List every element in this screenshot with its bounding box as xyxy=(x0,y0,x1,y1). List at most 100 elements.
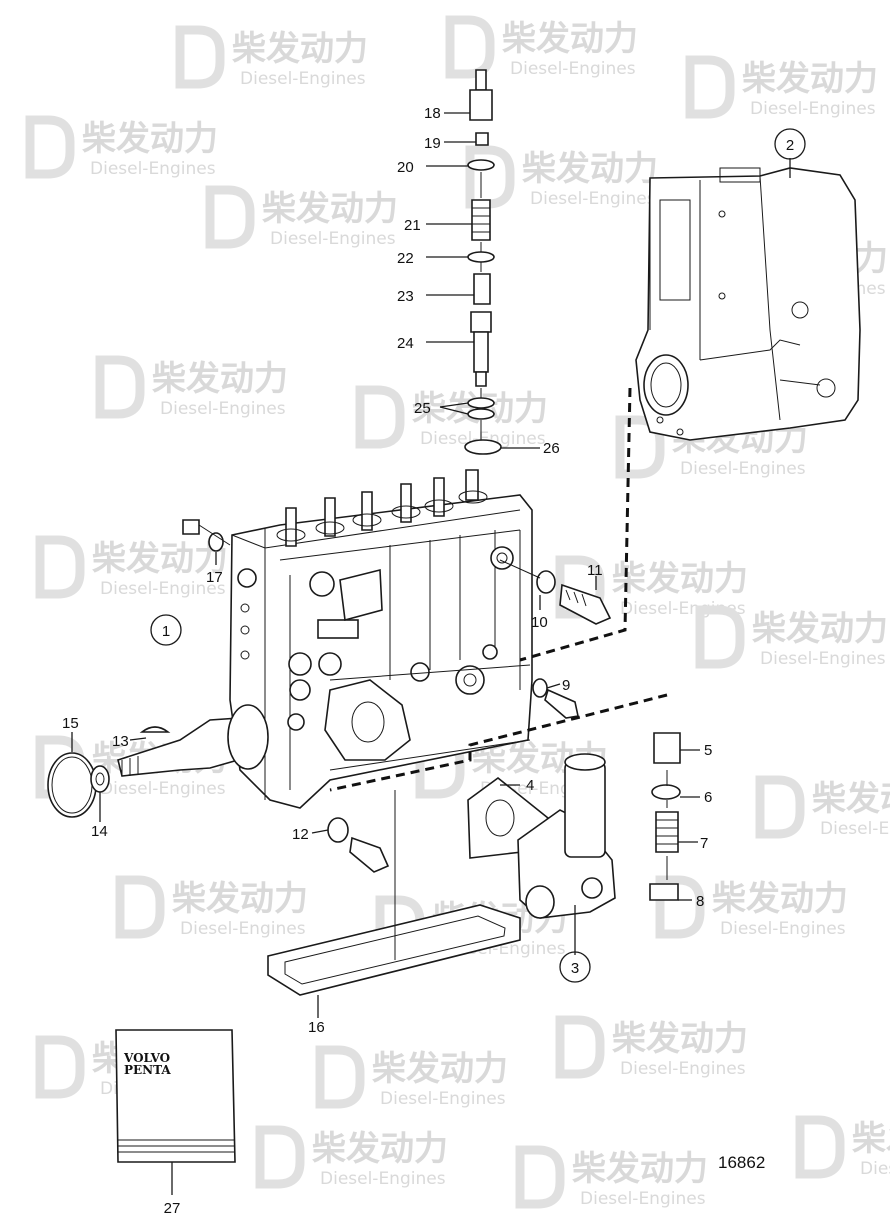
watermark-text-cn: 柴发动力 xyxy=(612,1019,748,1059)
watermark-text-en: Diesel-Engines xyxy=(270,229,396,249)
watermark-text-cn: 柴发动力 xyxy=(172,879,308,919)
watermark-text-en: Diesel-Engines xyxy=(380,1089,506,1109)
instruction-book xyxy=(115,1029,236,1163)
watermark-text-en: Diesel-Engines xyxy=(750,99,876,119)
delivery-valve-studs xyxy=(276,469,488,547)
watermark-text-cn: 柴发动力 xyxy=(522,149,658,189)
watermark-text-cn: 柴发动力 xyxy=(852,1119,890,1159)
watermark-text-cn: 柴发动力 xyxy=(812,779,890,819)
watermark-text-en: Diesel-Engines xyxy=(530,189,656,209)
callout-11: 11 xyxy=(587,562,603,579)
watermark-text-cn: 柴发动力 xyxy=(312,1129,448,1169)
callout-2: 2 xyxy=(786,137,794,154)
callout-16: 16 xyxy=(308,1019,325,1036)
drive-shaft xyxy=(117,704,269,777)
callout-23: 23 xyxy=(397,288,414,305)
delivery-valve-stack xyxy=(464,69,502,455)
callout-8: 8 xyxy=(696,893,704,910)
watermark-text-en: Diesel-Engines xyxy=(320,1169,446,1189)
callout-circles xyxy=(150,128,806,983)
watermark-text-cn: 柴发动力 xyxy=(82,119,218,159)
callout-3: 3 xyxy=(571,960,579,977)
callout-17: 17 xyxy=(206,569,223,586)
watermark-text-en: Diesel-Engines xyxy=(680,459,806,479)
callout-22: 22 xyxy=(397,250,414,267)
book-brand-line-1: VOLVO xyxy=(123,1051,170,1065)
callout-26: 26 xyxy=(543,440,560,457)
watermark-text-cn: 柴发动力 xyxy=(572,1149,708,1189)
watermark-text-cn: 柴发动力 xyxy=(742,59,878,99)
dashed-connectors xyxy=(329,387,668,960)
callout-5: 5 xyxy=(704,742,712,759)
watermark-text-en: Diesel-Engines xyxy=(580,1189,706,1209)
callout-15: 15 xyxy=(62,715,79,732)
callout-27: 27 xyxy=(164,1200,181,1217)
callout-6: 6 xyxy=(704,789,712,806)
watermark-text-en: Diesel-Engines xyxy=(100,779,226,799)
callout-19: 19 xyxy=(424,135,441,152)
hand-primer-parts xyxy=(649,732,681,901)
callout-12: 12 xyxy=(292,826,309,843)
watermark-text-en: Diesel-Engines xyxy=(420,429,546,449)
watermark-text-en: Diesel-Engines xyxy=(100,579,226,599)
feed-pump xyxy=(324,679,616,919)
cover-gasket xyxy=(267,904,521,996)
callout-20: 20 xyxy=(397,159,414,176)
watermark-text-en: Diesel-Engines xyxy=(820,819,890,839)
watermark-text-cn: 柴发动力 xyxy=(372,1049,508,1089)
watermark-text-cn: 柴发动力 xyxy=(612,559,748,599)
drawing-number: 16862 xyxy=(718,1153,765,1172)
callout-21: 21 xyxy=(404,217,421,234)
watermark-text-en: Diesel-Engines xyxy=(90,159,216,179)
watermark-text-cn: 柴发动力 xyxy=(502,19,638,59)
o-ring-and-washer xyxy=(47,752,110,818)
screw-12 xyxy=(327,817,390,873)
watermark-text-en: Diesel-Engines xyxy=(160,399,286,419)
book-brand-line-2: PENTA xyxy=(124,1063,171,1077)
callout-13: 13 xyxy=(112,733,129,750)
callout-leaders xyxy=(71,112,791,1195)
screw-9 xyxy=(532,678,579,719)
governor-housing xyxy=(635,167,861,441)
watermark-text-cn: 柴发动力 xyxy=(752,609,888,649)
watermark-text-cn: 柴发动力 xyxy=(152,359,288,399)
callout-14: 14 xyxy=(91,823,108,840)
callout-24: 24 xyxy=(397,335,414,352)
callout-7: 7 xyxy=(700,835,708,852)
watermark-text-cn: 柴发动力 xyxy=(712,879,848,919)
callout-9: 9 xyxy=(562,677,570,694)
watermark-text-cn: 柴发动力 xyxy=(232,29,368,69)
callout-1: 1 xyxy=(162,623,170,640)
callout-18: 18 xyxy=(424,105,441,122)
callout-4: 4 xyxy=(526,777,534,794)
callout-25: 25 xyxy=(414,400,431,417)
pump-housing xyxy=(229,494,533,809)
watermark-text-cn: 柴发动力 xyxy=(262,189,398,229)
watermark-text-en: Diesel-Engines xyxy=(180,919,306,939)
watermark-text-en: Diesel-Engines xyxy=(510,59,636,79)
watermark-text-en: Diesel-Engines xyxy=(860,1159,890,1179)
watermark-text-en: Diesel-Engines xyxy=(720,919,846,939)
banjo-screw-11 xyxy=(499,559,612,625)
callout-labels: 1 2 3 4 5 6 7 8 9 10 11 12 13 14 15 16 1… xyxy=(62,105,794,1217)
watermark-text-en: Diesel-Engines xyxy=(620,1059,746,1079)
